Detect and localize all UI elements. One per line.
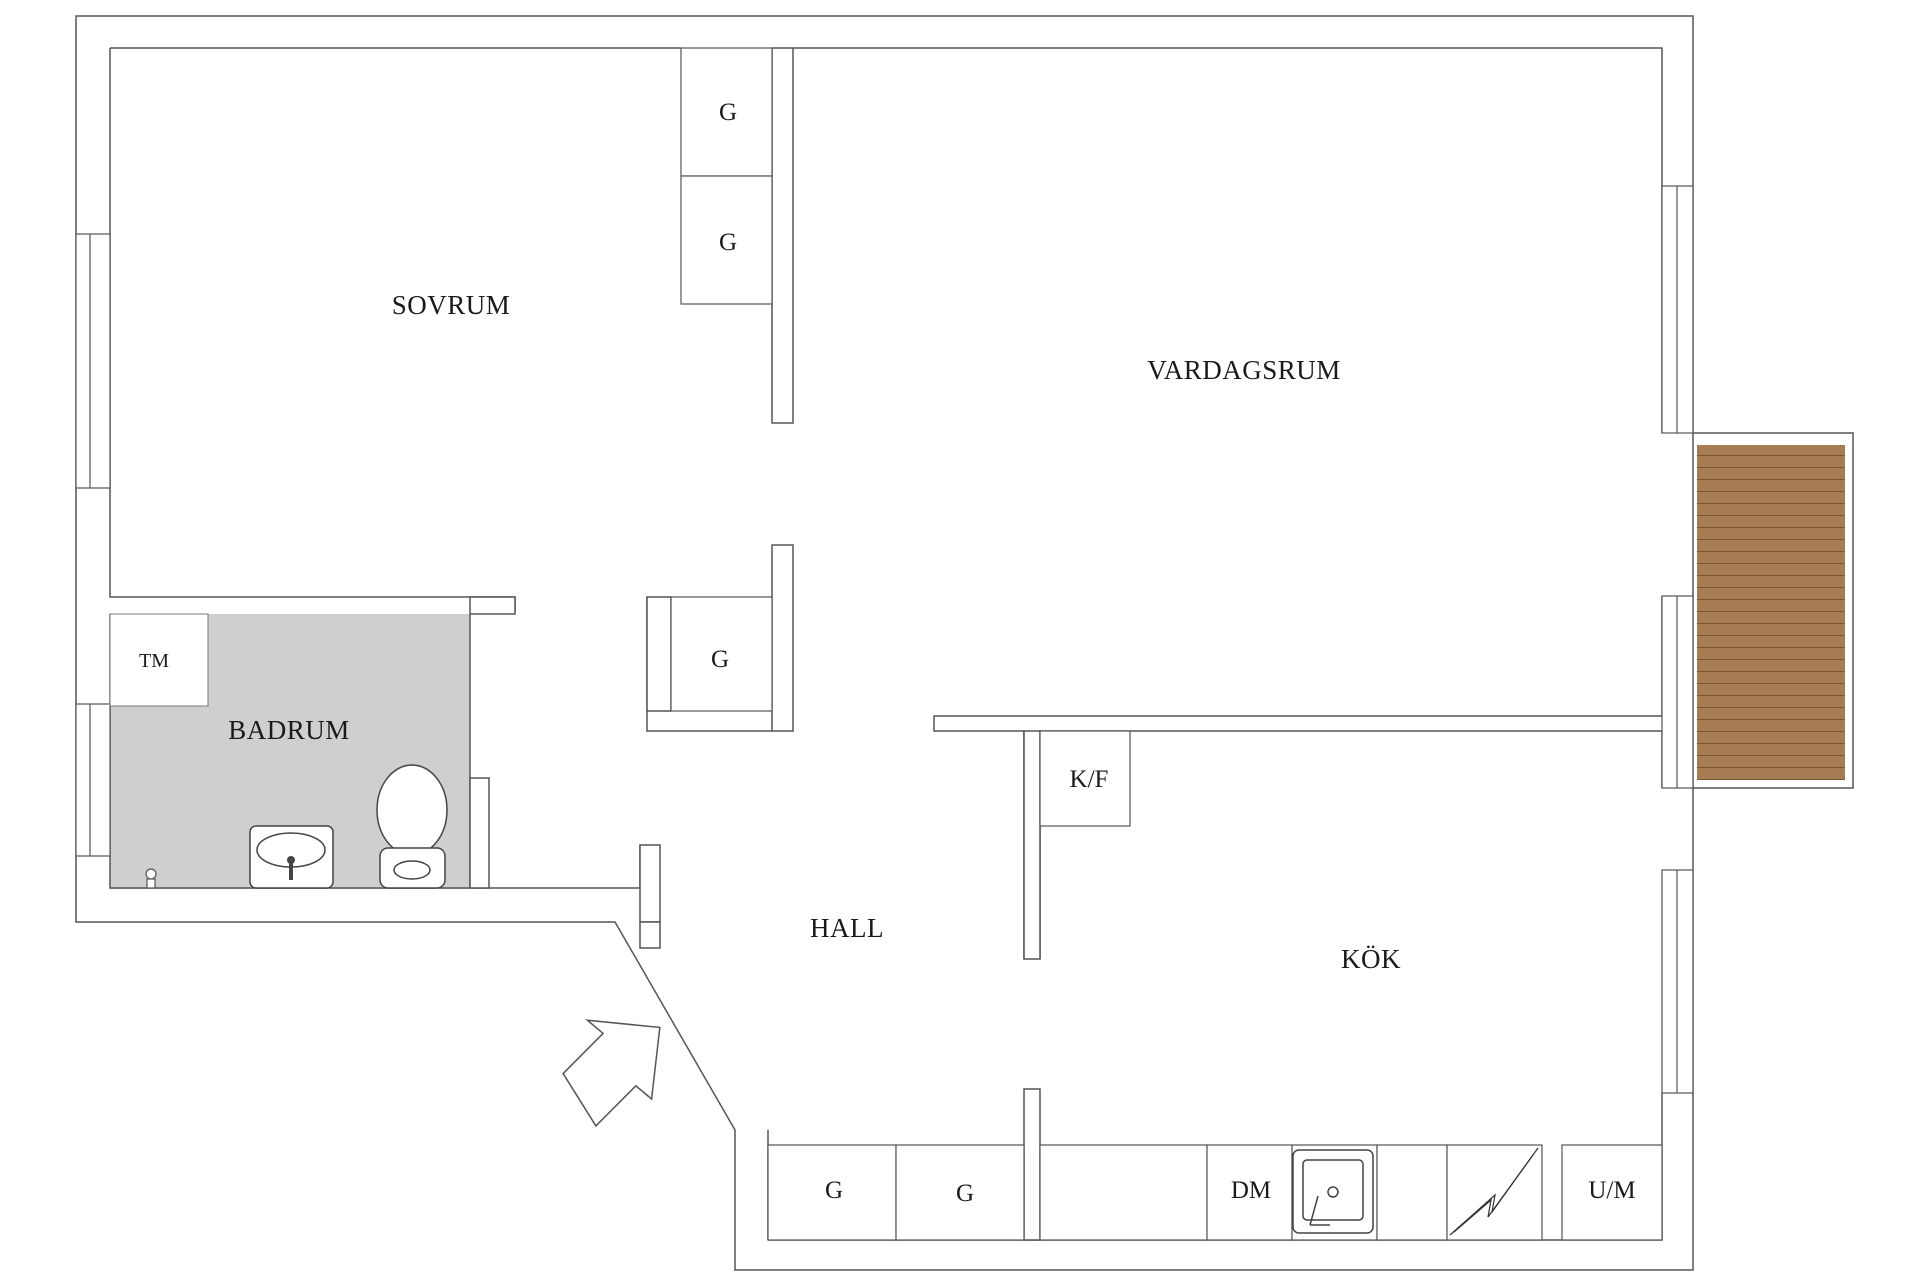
wardrobe-label: G xyxy=(719,229,737,256)
wardrobe-label: G xyxy=(956,1180,974,1207)
wardrobe-label: G xyxy=(711,646,729,673)
stove-icon xyxy=(1449,1147,1539,1236)
microwave-oven-label: U/M xyxy=(1588,1177,1635,1204)
wardrobe-bedroom-bottom xyxy=(680,175,773,305)
wardrobes xyxy=(670,47,1025,1241)
kitchen-sink-icon xyxy=(1292,1149,1374,1234)
wardrobe-bedroom-top xyxy=(680,47,773,177)
entrance-arrow-icon xyxy=(562,1019,661,1128)
room-label-badrum: BADRUM xyxy=(228,715,350,745)
floor-drain-icon xyxy=(145,868,157,889)
kitchen-counter xyxy=(1039,730,1663,1241)
wardrobe-label: G xyxy=(825,1177,843,1204)
fridge-freezer-label: K/F xyxy=(1070,766,1109,793)
room-label-sovrum: SOVRUM xyxy=(392,290,511,320)
toilet-icon xyxy=(376,764,448,889)
wardrobe-bottom-left xyxy=(767,1144,897,1241)
room-label-hall: HALL xyxy=(810,913,884,943)
sink-icon xyxy=(249,825,334,889)
windows xyxy=(75,185,1694,1094)
microwave-oven xyxy=(1561,1144,1663,1241)
dishwasher xyxy=(1206,1144,1293,1241)
wardrobe-bottom-right xyxy=(895,1144,1025,1241)
balcony xyxy=(1692,432,1854,789)
washing-machine xyxy=(109,613,209,707)
room-label-vardagsrum: VARDAGSRUM xyxy=(1147,355,1341,385)
room-label-kok: KÖK xyxy=(1341,944,1401,974)
fridge-freezer xyxy=(1039,730,1131,827)
wardrobe-label: G xyxy=(719,99,737,126)
washing-machine-label: TM xyxy=(139,650,169,672)
wardrobe-hall xyxy=(670,596,773,712)
dishwasher-label: DM xyxy=(1231,1177,1271,1204)
